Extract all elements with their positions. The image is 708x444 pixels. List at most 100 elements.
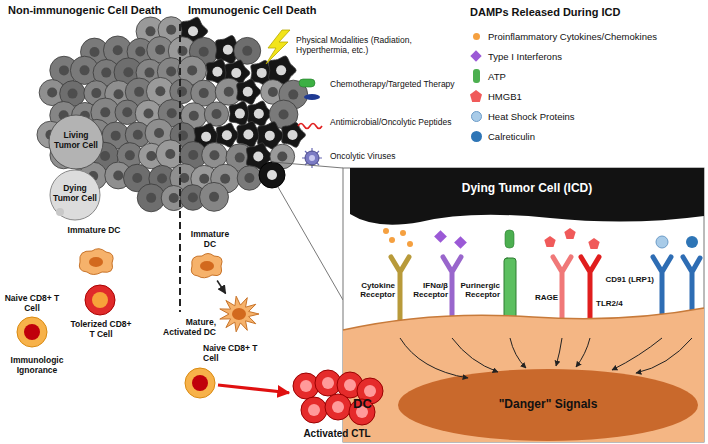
drawing-part [177, 86, 187, 96]
drawing-part [132, 173, 142, 183]
drawing-part [50, 170, 100, 220]
danger-signal-zone [398, 369, 698, 441]
drawing-part [192, 375, 208, 391]
drawing-part [146, 193, 156, 203]
drawing-part [100, 151, 110, 161]
cell-shape [218, 296, 260, 332]
drawing-part [123, 67, 133, 77]
ligands [383, 228, 698, 249]
figure-label: Living Tumor Cell [50, 131, 102, 150]
drawing-part [237, 166, 261, 190]
drawing-part [135, 47, 145, 57]
drawing-part [188, 192, 198, 202]
cell-node: DC"Danger" Signals [343, 305, 704, 442]
drawing-part [200, 261, 214, 271]
drawing-part [166, 25, 176, 35]
drawing-part [452, 338, 498, 372]
figure-label: Immature DC [66, 226, 122, 236]
drawing-part [24, 324, 40, 340]
drawing-part [189, 111, 199, 121]
drawing-part [243, 129, 253, 139]
drawing-part [544, 236, 555, 247]
drawing-part [272, 162, 343, 168]
legend-swatch [471, 131, 482, 142]
legend-swatch [470, 90, 482, 102]
drawing-part [125, 150, 135, 160]
drawing-part [299, 79, 315, 87]
drawing-part [400, 338, 468, 378]
figure-label: Tolerized CD8+ T Cell [70, 320, 132, 339]
drawing-part [209, 150, 219, 160]
drawing-part [59, 65, 69, 75]
drawing-part [636, 338, 692, 373]
drawing-part [217, 281, 289, 393]
drawing-part [68, 89, 78, 99]
drawing-part [254, 109, 264, 119]
drawing-part [612, 338, 662, 370]
legend-text: Proinflammatory Cytokines/Chemokines [488, 31, 657, 42]
cell-shape [185, 368, 215, 398]
drawing-part [185, 368, 215, 398]
drawing-part [204, 102, 228, 126]
drawing-part [434, 230, 447, 243]
cell-node: Mature, Activated DC [218, 296, 260, 332]
legend-text: ATP [488, 71, 506, 82]
drawing-part [304, 94, 320, 100]
activation-arrow [218, 385, 289, 393]
drawing-part [383, 228, 389, 234]
drawing-part [344, 379, 356, 391]
drawing-part [145, 26, 155, 36]
receptor-label: Cytokine Receptor [348, 282, 395, 300]
tumor-highlights [49, 115, 285, 220]
tumor-cell [237, 166, 261, 190]
cell-label: Activated CTL [292, 428, 382, 439]
section-heading: Immunogenic Cell Death [188, 4, 338, 16]
drawing-part [276, 65, 286, 75]
drawing-part [556, 338, 562, 366]
drawing-part [146, 151, 156, 161]
drawing-part [322, 377, 334, 389]
drawing-part [209, 192, 219, 202]
drawing-part [220, 174, 230, 184]
drawing-part [79, 249, 113, 275]
drawing-part [91, 88, 101, 98]
section-heading: Non-immunogenic Cell Death [8, 4, 180, 16]
drawing-part [133, 130, 143, 140]
cell-label: Naive CD8+ T Cell [203, 344, 273, 363]
drawing-part [277, 152, 287, 162]
drawing-part [325, 394, 351, 420]
drawing-part [576, 338, 590, 367]
drawing-part [267, 170, 277, 180]
drawing-part [686, 236, 698, 248]
drawing-part [157, 174, 167, 184]
drawing-part [100, 107, 110, 117]
drawing-part [278, 187, 343, 300]
figure-label: Dying Tumor Cell [51, 184, 99, 203]
receptor-label: RAGE [524, 294, 558, 303]
legend-text: Heat Shock Proteins [488, 111, 575, 122]
figure-label: Naive CD8+ T Cell [2, 294, 62, 313]
drawing-part [343, 308, 704, 330]
drawing-part [199, 174, 209, 184]
drawing-part [505, 230, 514, 248]
drawing-part [244, 173, 254, 183]
drawing-part [298, 124, 322, 129]
drawing-part [257, 68, 267, 78]
legend-text: HMGB1 [488, 91, 522, 102]
cell-label: Mature, Activated DC [154, 318, 216, 337]
drawing-part [223, 45, 233, 55]
drawing-part [222, 130, 232, 140]
drawing-part [407, 241, 413, 247]
drawing-part [237, 79, 261, 104]
drawing-part [389, 237, 395, 243]
drawing-part [288, 90, 298, 100]
drawing-part [364, 385, 376, 397]
drawing-part [167, 108, 177, 118]
tumor-cell [200, 182, 229, 211]
drawing-part [235, 109, 245, 119]
receptor-label: IFNα/β Receptor [401, 282, 448, 300]
drawing-part [113, 45, 123, 55]
legend-swatch [473, 69, 480, 83]
drawing-part [155, 45, 165, 55]
